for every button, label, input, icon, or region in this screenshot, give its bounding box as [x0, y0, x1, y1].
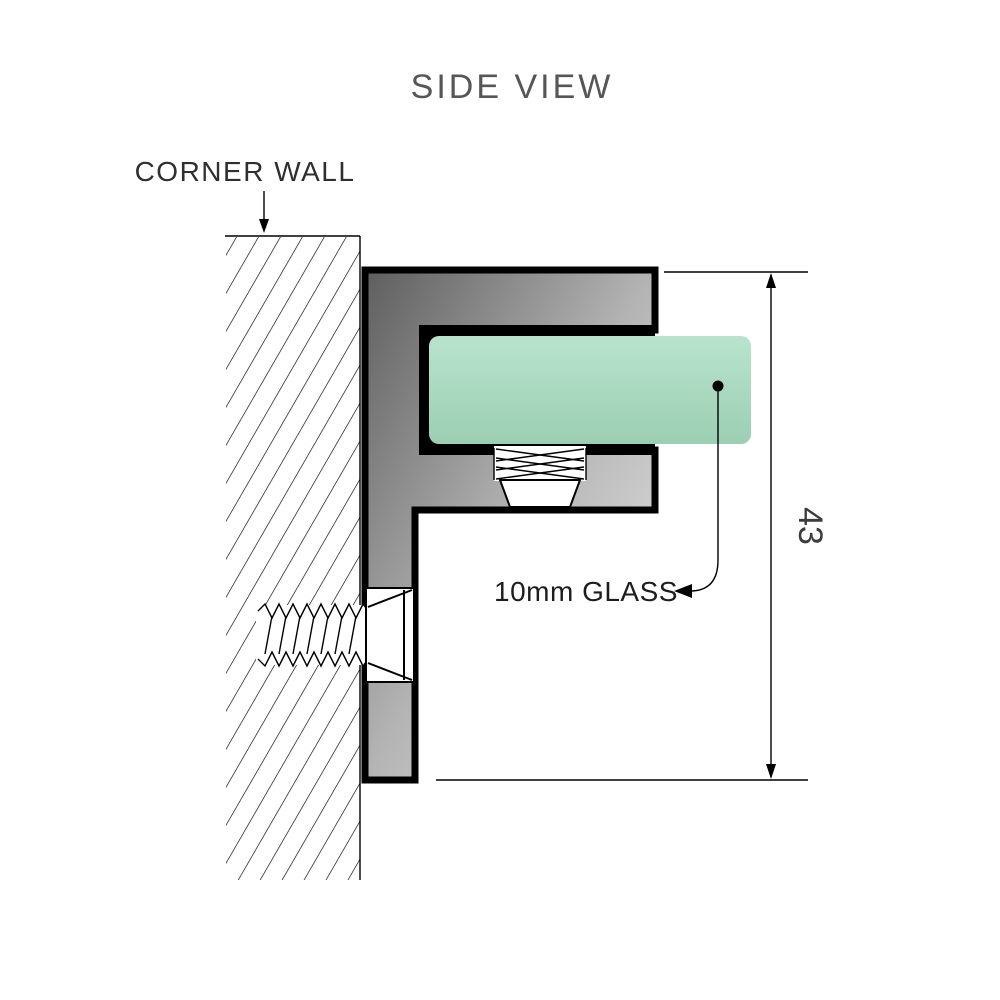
wall-hatching: [226, 237, 360, 880]
fixing-screw-head: [365, 587, 415, 683]
glass-callout: 10mm GLASS: [494, 380, 724, 607]
fixing-screw-thread-line: [264, 615, 273, 655]
glass-panel: [429, 336, 751, 444]
grub-screw-tip: [498, 479, 582, 508]
fixing-screw-thread-line: [334, 615, 343, 655]
grub-screw-thread-line: [495, 457, 585, 471]
corner-wall-callout: CORNER WALL: [135, 156, 356, 233]
fixing-screw-thread-bottom: [257, 650, 367, 668]
grub-screw-thread-line: [495, 466, 585, 480]
wall-section: [225, 235, 361, 880]
fixing-screw-thread-line: [320, 615, 329, 655]
fixing-screw-thread-line: [278, 615, 287, 655]
dimension-arrowhead-bottom-icon: [766, 764, 776, 779]
corner-wall-label: CORNER WALL: [135, 156, 356, 187]
dimension-43: 43: [436, 271, 829, 781]
fixing-screw-thread-line: [306, 615, 315, 655]
fixing-screw: [256, 587, 415, 683]
fixing-screw-thread-line: [348, 615, 357, 655]
dimension-value: 43: [791, 507, 829, 545]
dimension-arrowhead-top-icon: [766, 273, 776, 288]
grub-screw-thread-line: [495, 448, 585, 462]
corner-wall-arrowhead-icon: [259, 219, 269, 233]
grub-screw: [493, 446, 587, 508]
glass-leader-line: [689, 386, 719, 592]
glass-leader-arrowhead-icon: [674, 584, 692, 598]
page-title: SIDE VIEW: [411, 68, 614, 106]
fixing-screw-thread-line: [292, 615, 301, 655]
glass-label: 10mm GLASS: [494, 576, 678, 607]
